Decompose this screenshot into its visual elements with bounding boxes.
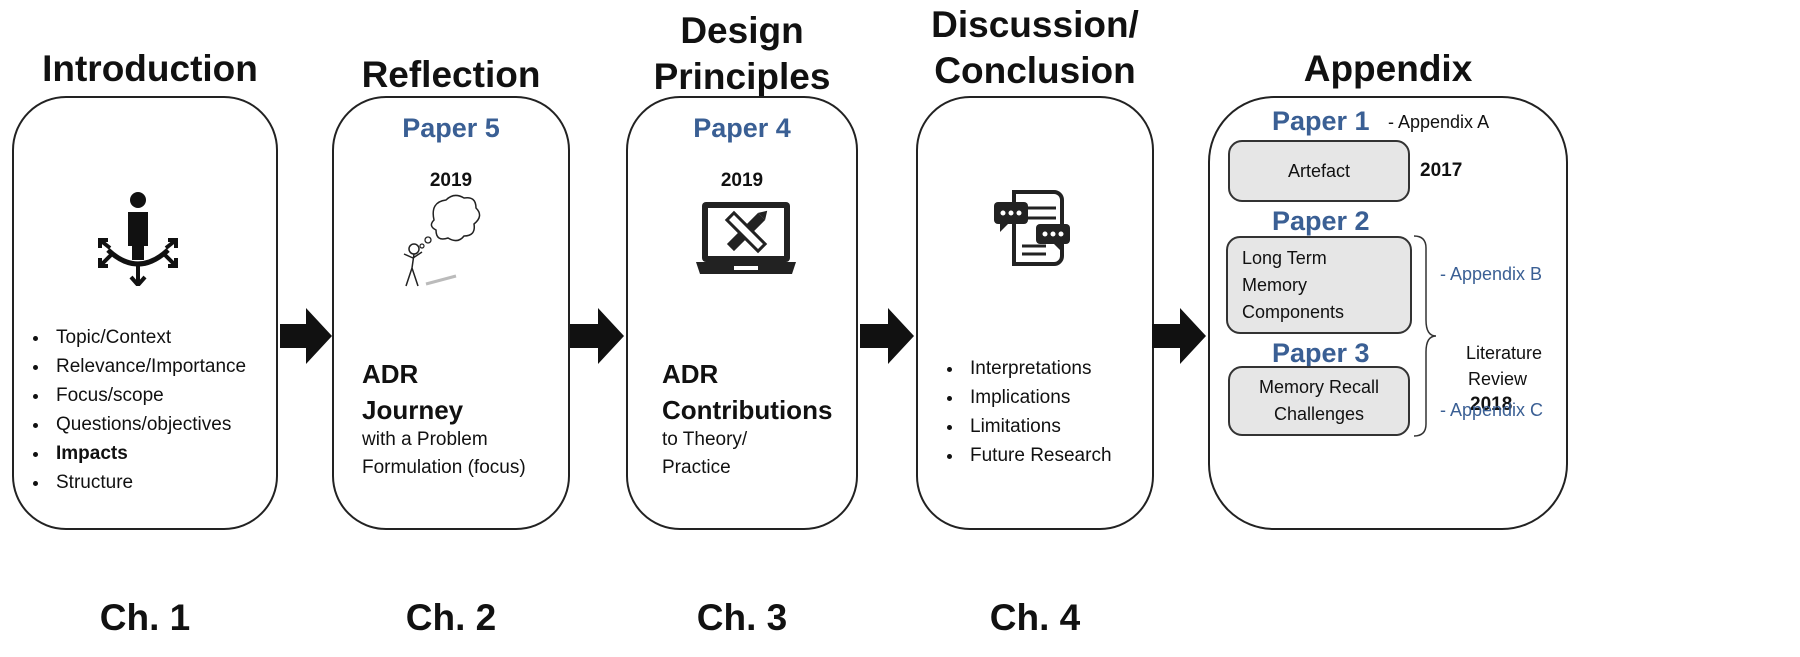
heading-line: ADR [662,359,719,389]
appendix-c-note: - Appendix C [1440,400,1544,420]
adr-journey-heading: ADR Journey [362,356,463,428]
bullet-item: Implications [964,383,1176,412]
introduction-bullets: Topic/Context Relevance/Importance Focus… [28,323,300,497]
person-arrows-icon [98,192,178,286]
title-line: Conclusion [934,50,1136,91]
curly-brace-icon [1413,235,1437,437]
long-term-memory-box: Long Term Memory Components [1226,236,1412,334]
box-line: Memory [1242,274,1308,295]
bullet-item: Limitations [964,412,1176,441]
adr-contributions-heading: ADR Contributions [662,356,832,428]
bullet-item: Questions/objectives [50,410,300,439]
title-appendix: Appendix [1303,48,1473,89]
laptop-design-tools-icon [696,202,796,274]
heading-line: ADR [362,359,419,389]
sub-line: Practice [662,457,731,478]
box-reflection [332,96,570,530]
adr-contributions-sub: to Theory/ Practice [662,426,747,482]
paper1-label: Paper 1 [1272,106,1370,136]
chapter-label: Ch. 2 [405,597,497,638]
year-label: 2019 [720,170,764,191]
lit-line: Literature [1466,343,1543,363]
year-2017: 2017 [1420,160,1463,181]
box-line: Long Term [1242,247,1327,268]
appendix-a-note: - Appendix A [1388,112,1490,132]
stick-figure-thought-icon [403,194,481,287]
box-line: Challenges [1273,404,1365,424]
right-arrow-icon [280,308,332,364]
heading-line: Contributions [662,395,833,425]
title-line: Discussion/ [931,4,1139,45]
bullet-item: Future Research [964,441,1176,470]
title-discussion-conclusion: Discussion/ Conclusion [916,2,1154,94]
year-label: 2019 [429,170,473,191]
bullet-item: Topic/Context [50,323,300,352]
sub-line: with a Problem [362,429,488,450]
right-arrow-icon [860,308,914,364]
adr-journey-sub: with a Problem Formulation (focus) [362,426,526,482]
box-introduction [12,96,278,530]
chapter-label: Ch. 4 [989,597,1081,638]
title-design-principles: Design Principles [626,8,858,100]
title-introduction: Introduction [42,48,258,89]
bullet-item: Relevance/Importance [50,352,300,381]
title-line: Design [680,10,804,51]
box-line: Memory Recall [1258,377,1380,397]
lit-line: Review [1468,369,1528,389]
chat-scroll-icon [994,190,1070,266]
box-discussion-conclusion [916,96,1154,530]
literature-review-label: Literature Review [1466,340,1542,392]
title-reflection: Reflection [361,54,541,95]
sub-line: to Theory/ [662,429,748,450]
paper4-label: Paper 4 [693,113,791,143]
right-arrow-icon [1152,308,1206,364]
memory-recall-box: Memory Recall Challenges [1228,366,1410,436]
bullet-item-bold: Impacts [50,439,300,468]
box-design-principles [626,96,858,530]
bullet-item: Interpretations [964,354,1176,383]
paper5-label: Paper 5 [402,113,500,143]
year-2018: 2018 [1470,394,1513,415]
artefact-box: Artefact [1228,140,1410,202]
chapter-label: Ch. 3 [696,597,788,638]
sub-line: Formulation (focus) [362,457,526,478]
bullet-item: Structure [50,468,300,497]
paper2-label: Paper 2 [1272,206,1370,236]
title-line: Principles [653,56,831,97]
discussion-bullets: Interpretations Implications Limitations… [942,354,1176,470]
bullet-item: Focus/scope [50,381,300,410]
box-line: Components [1242,301,1345,322]
right-arrow-icon [570,308,624,364]
paper3-label: Paper 3 [1272,338,1370,368]
appendix-b-note: - Appendix B [1440,264,1543,284]
chapter-label: Ch. 1 [99,597,191,638]
heading-line: Journey [362,395,464,425]
